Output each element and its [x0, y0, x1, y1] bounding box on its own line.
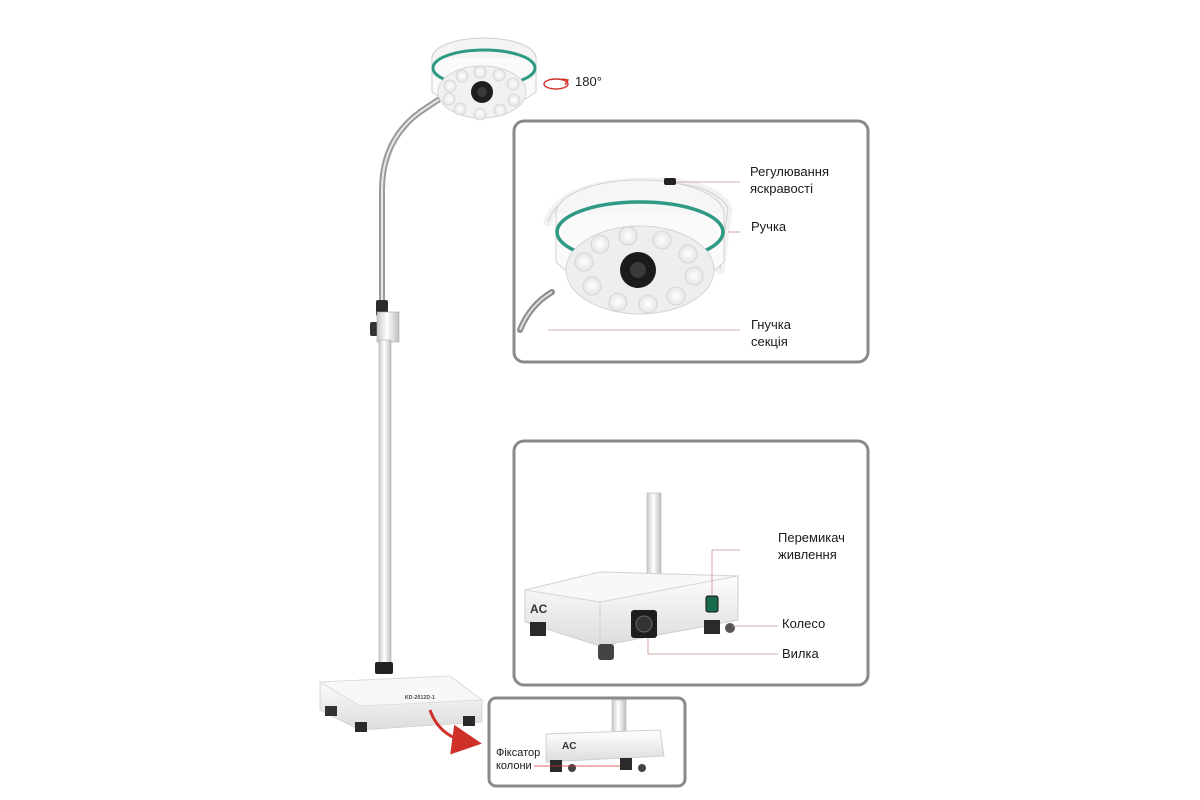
label-flexible-section: Гнучка секція: [751, 317, 791, 349]
lock-detail-panel: [487, 696, 687, 788]
lock-ac-mark: AC: [562, 741, 577, 752]
red-arrow: [428, 709, 482, 755]
brightness-knob: [664, 178, 676, 185]
lamp-head: [431, 37, 537, 121]
main-lamp: [318, 37, 570, 732]
model-number: KD-2012D-1: [405, 695, 436, 701]
base-ac-mark: AC: [530, 602, 548, 616]
label-brightness: Регулювання яскравості: [750, 164, 830, 196]
lamp-base: [318, 675, 484, 732]
gooseneck-arm: [379, 97, 441, 308]
pole-upper: [376, 311, 400, 343]
base-detail-panel: [512, 439, 870, 687]
rotation-label: 180°: [575, 74, 602, 89]
head-detail-panel: [512, 119, 870, 364]
label-wheel: Колесо: [782, 616, 826, 631]
rotation-icon: [543, 78, 569, 90]
label-column-lock: Фіксатор колони: [496, 747, 541, 772]
pole: [378, 339, 392, 666]
label-plug: Вилка: [782, 646, 819, 661]
power-switch: [705, 595, 719, 613]
label-power-switch: Перемикач живлення: [778, 530, 845, 562]
label-handle: Ручка: [751, 219, 787, 234]
